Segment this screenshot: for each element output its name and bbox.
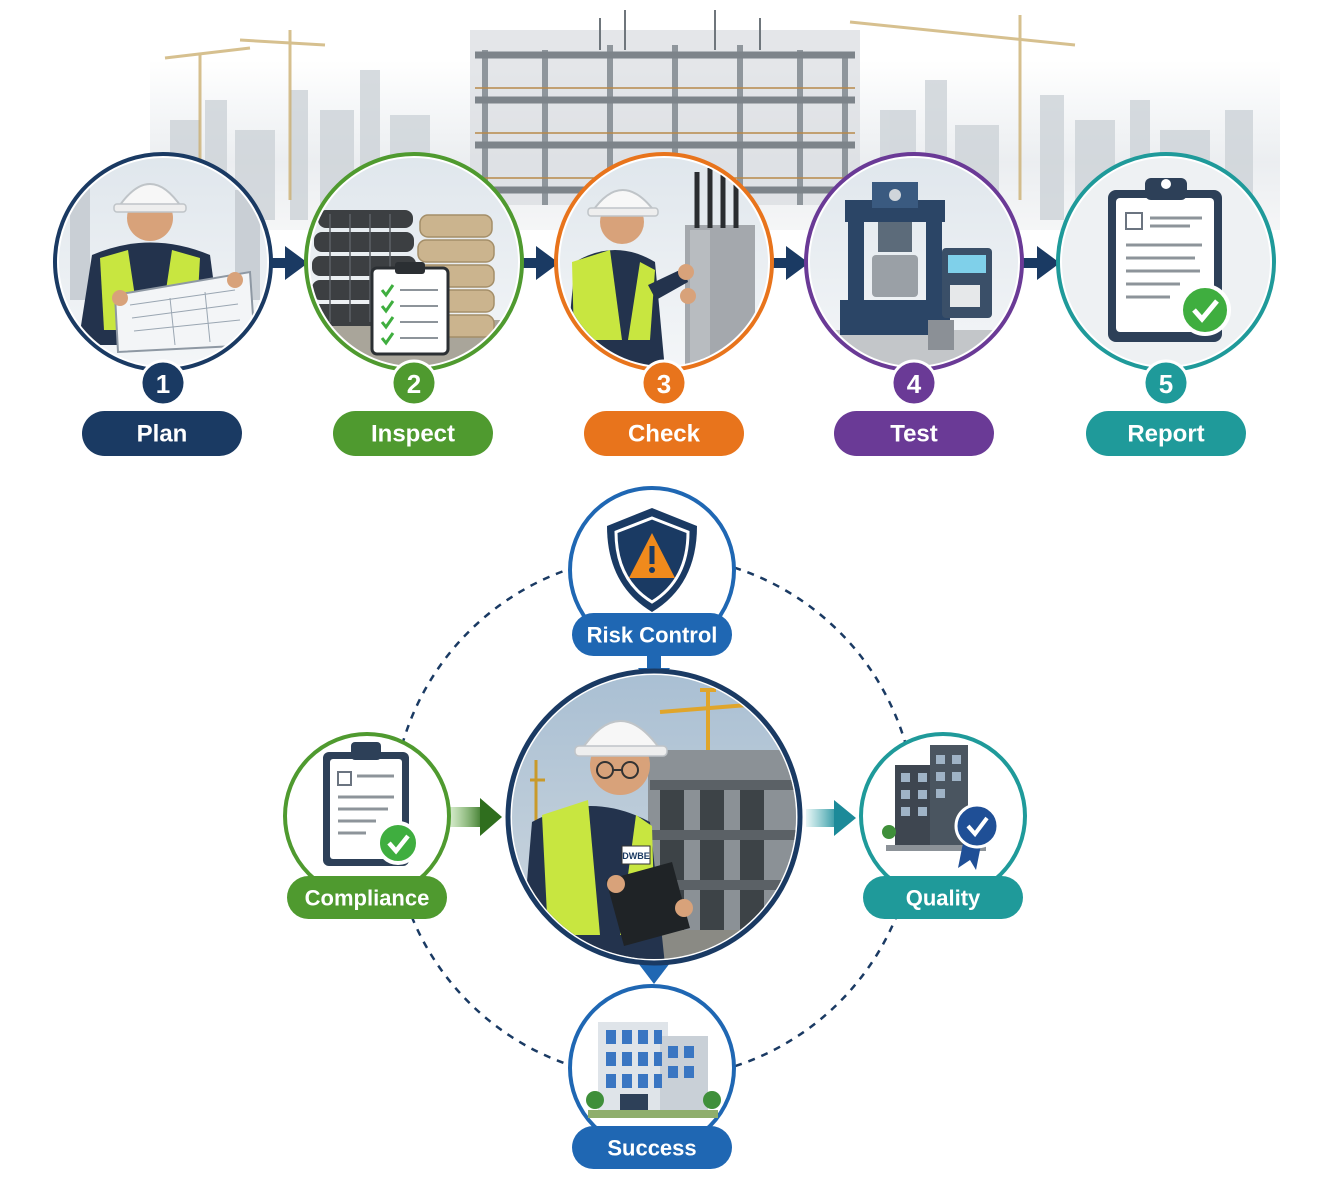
step-label-pill	[82, 411, 242, 456]
step-check[interactable]: 3 Check	[554, 150, 776, 456]
arrow-1-2	[268, 246, 308, 280]
cycle-quality[interactable]: Quality	[859, 732, 1027, 919]
building-badge-icon	[882, 745, 1000, 870]
arrow-4-5	[1020, 246, 1060, 280]
arrow-2-3	[519, 246, 559, 280]
step-inspect[interactable]: 2 Inspect	[304, 150, 526, 456]
step-arrows	[268, 246, 1060, 280]
worker-checking-column-icon	[560, 158, 768, 366]
step-label-pill	[834, 411, 994, 456]
step-label-pill	[333, 411, 493, 456]
step-label: Inspect	[371, 421, 455, 448]
step-number-badge	[640, 359, 688, 407]
cycle-risk-control[interactable]: Risk Control	[568, 486, 736, 656]
step-number-badge	[890, 359, 938, 407]
step-number: 5	[1159, 369, 1173, 399]
vest-badge-text: DWBE	[622, 851, 650, 861]
cycle-center-engineer: DWBE	[505, 668, 803, 966]
step-number: 3	[657, 369, 671, 399]
step-label: Check	[628, 421, 701, 448]
step-number: 1	[156, 369, 170, 399]
step-number-badge	[1142, 359, 1190, 407]
step-test[interactable]: 4 Test	[804, 150, 1026, 456]
cycle-label: Compliance	[305, 886, 430, 911]
cycle-label: Risk Control	[587, 623, 718, 648]
cycle-label-pill	[863, 876, 1023, 919]
step-plan[interactable]: 1 Plan	[53, 150, 275, 456]
arrow-3-4	[769, 246, 809, 280]
step-number: 2	[407, 369, 421, 399]
step-label: Report	[1127, 421, 1204, 448]
step-label-pill	[1086, 411, 1246, 456]
cycle-label: Success	[607, 1136, 696, 1161]
step-number-badge	[390, 359, 438, 407]
step-label: Plan	[137, 421, 188, 448]
office-building-icon	[586, 1022, 721, 1118]
arrow-center-to-quality	[806, 800, 856, 836]
step-label: Test	[890, 421, 938, 448]
cycle-label-pill	[287, 876, 447, 919]
compression-testing-machine-icon	[810, 158, 1018, 366]
cycle-success[interactable]: Success	[568, 984, 736, 1169]
step-number-badge	[139, 359, 187, 407]
step-report[interactable]: 5 Report	[1056, 150, 1278, 456]
cycle-compliance[interactable]: Compliance	[283, 732, 451, 919]
cycle-label-pill	[572, 613, 732, 656]
arrow-compliance-to-center	[445, 798, 502, 836]
clipboard-check-icon	[323, 742, 420, 866]
step-label-pill	[584, 411, 744, 456]
cycle-label-pill	[572, 1126, 732, 1169]
step-number: 4	[907, 369, 922, 399]
clipboard-check-icon	[1062, 158, 1270, 366]
cycle-label: Quality	[906, 886, 981, 911]
shield-warning-icon	[607, 508, 697, 612]
